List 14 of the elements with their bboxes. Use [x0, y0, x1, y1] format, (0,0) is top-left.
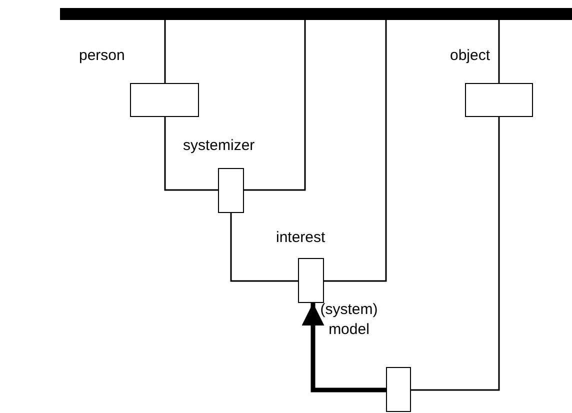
connector-line — [324, 20, 387, 282]
arrow — [302, 303, 386, 392]
component-label: interest — [276, 228, 326, 248]
connector-line — [164, 20, 166, 83]
bus-bar — [60, 8, 572, 20]
component-label: (system) model — [319, 300, 379, 340]
connector-line — [230, 213, 298, 282]
component-label: object — [450, 46, 490, 66]
connector-line — [244, 20, 306, 191]
component-label: person — [79, 46, 125, 66]
connector-line — [411, 117, 500, 391]
component-label: systemizer — [183, 136, 255, 156]
connector-line — [498, 20, 500, 83]
connector-line — [164, 117, 218, 191]
